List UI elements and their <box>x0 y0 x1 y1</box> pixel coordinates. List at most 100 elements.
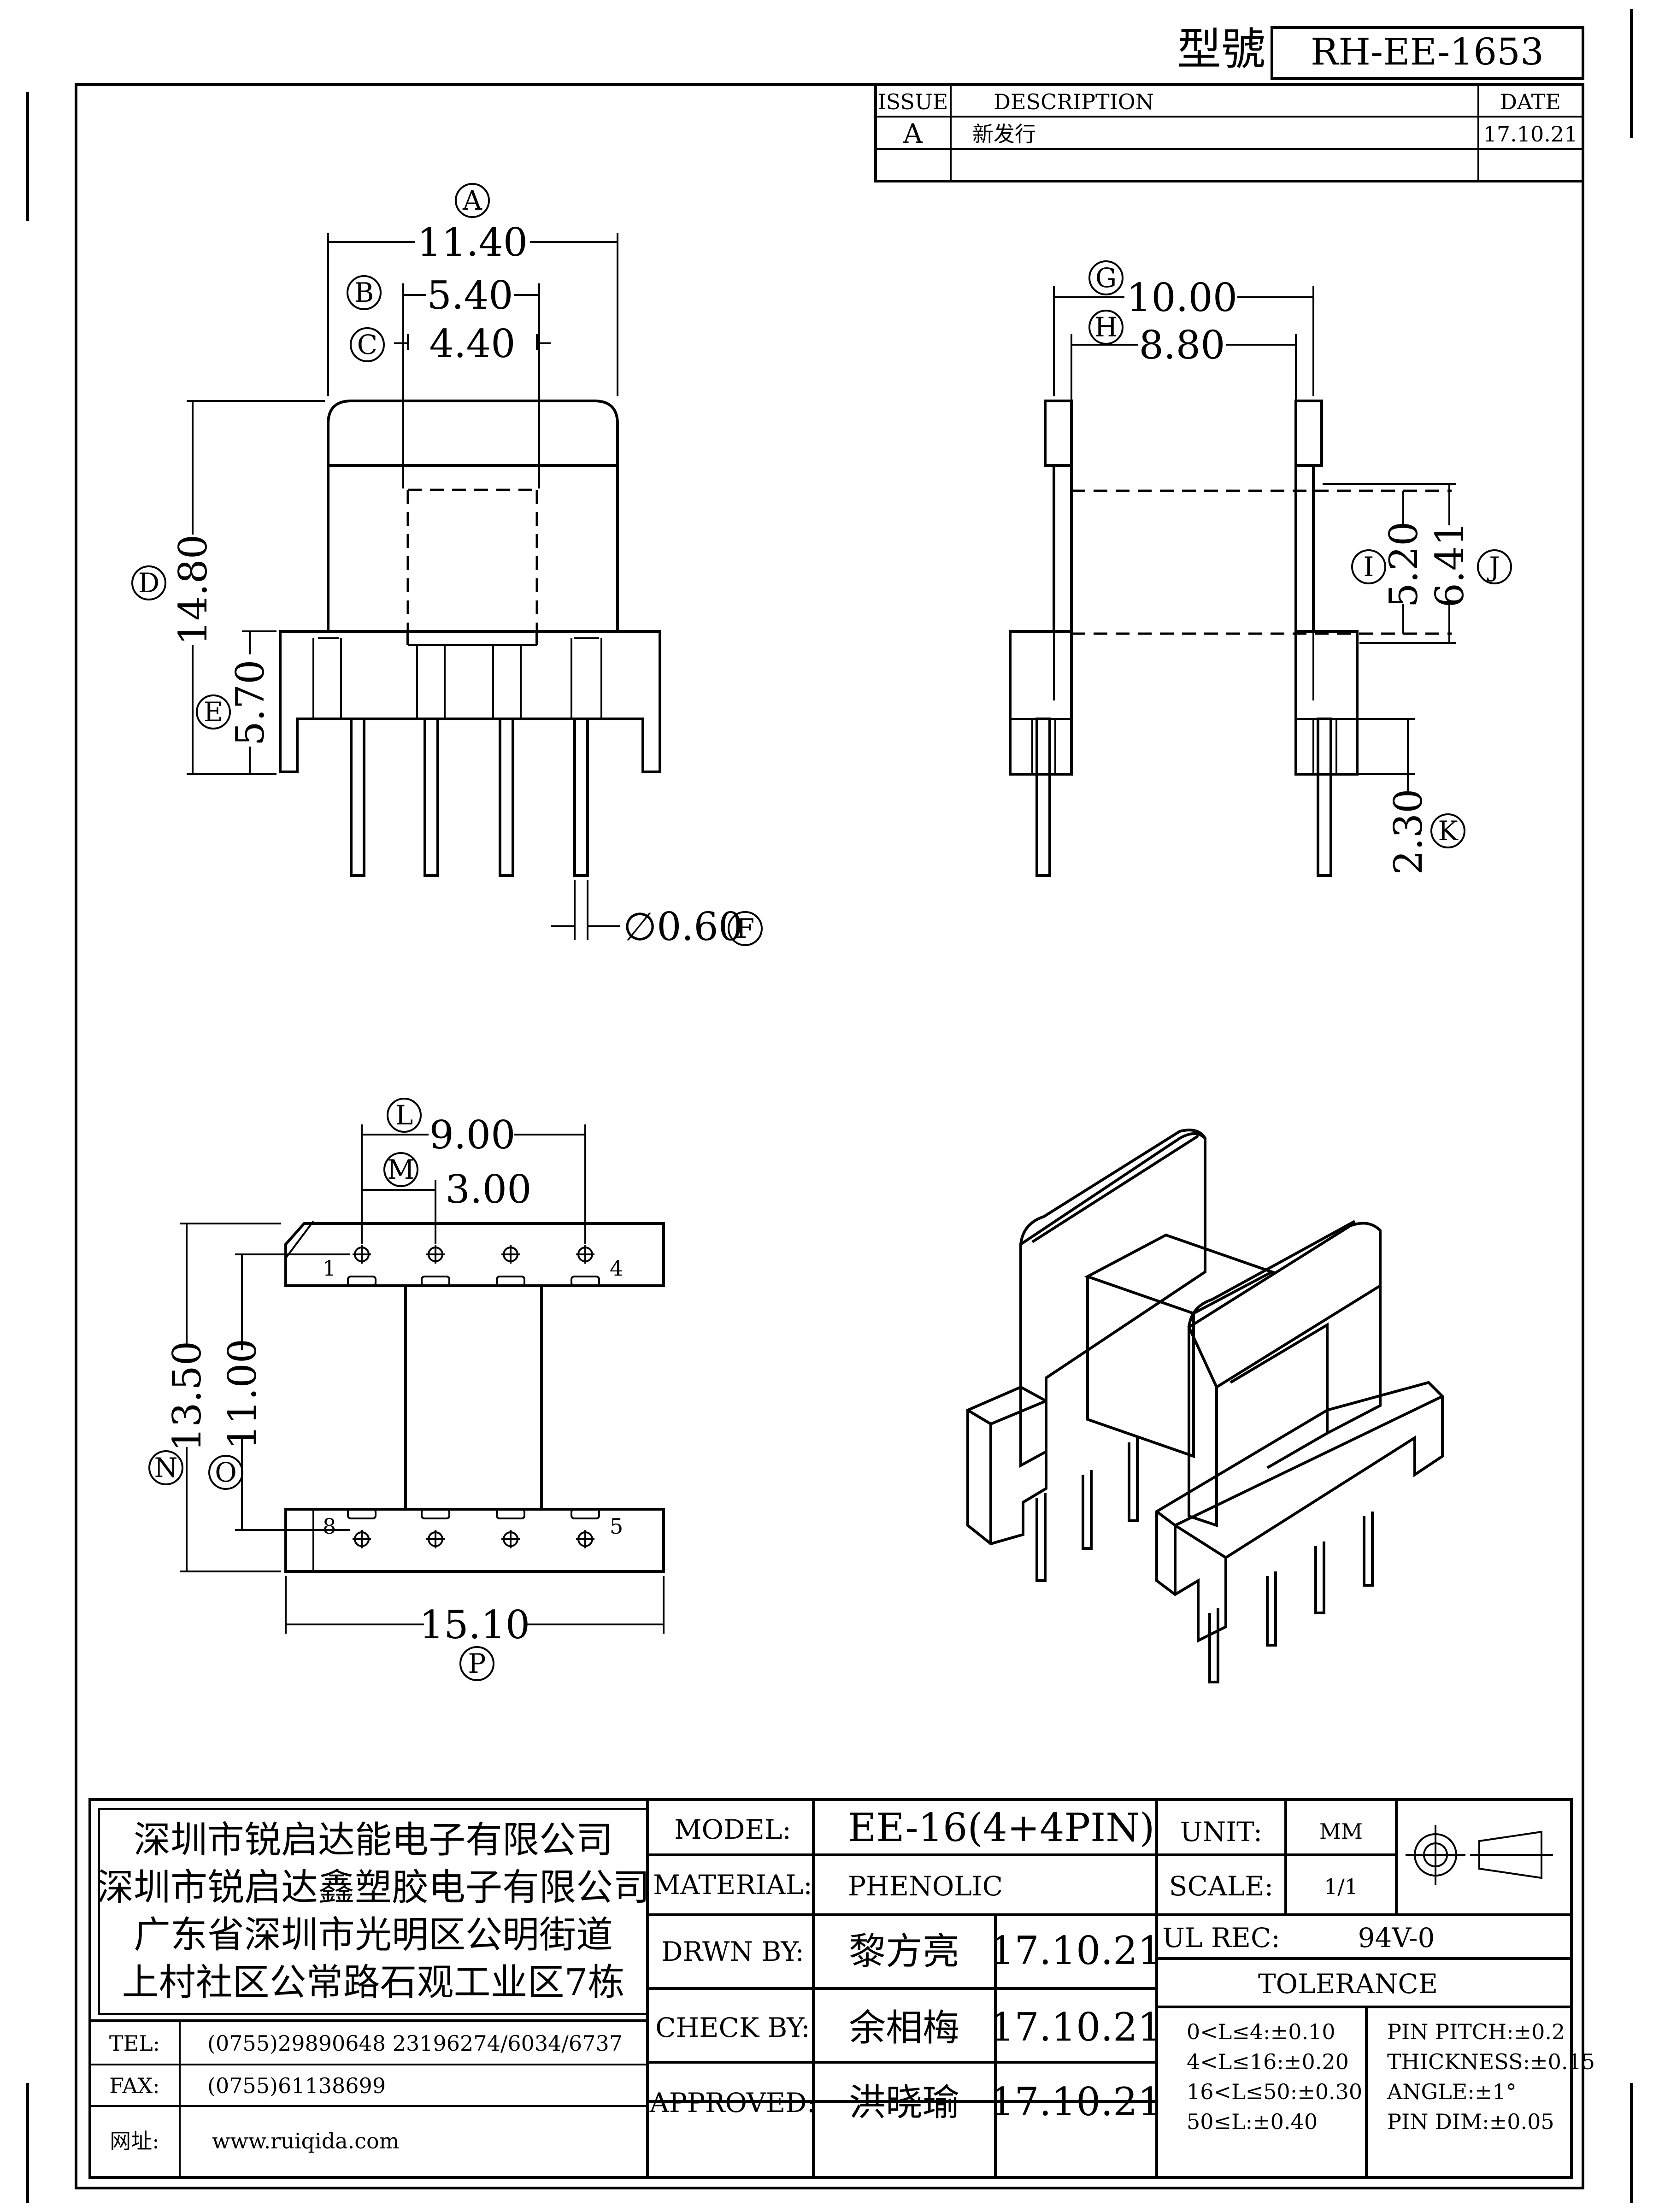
dim-j: 6.41 J <box>1323 483 1512 644</box>
unit-value: MM <box>1319 1819 1363 1844</box>
company-line-2: 深圳市锐启达鑫塑胶电子有限公司 <box>97 1866 650 1909</box>
tolerance-title: TOLERANCE <box>1258 1968 1438 2000</box>
tol-left-1: 0<L≤4:±0.10 <box>1187 2019 1335 2044</box>
unit-label: UNIT: <box>1180 1816 1263 1847</box>
dim-b: B 5.40 <box>347 273 540 488</box>
fax-label: FAX: <box>109 2073 159 2098</box>
ul-value: 94V-0 <box>1358 1922 1435 1953</box>
tol-right-4: PIN DIM:±0.05 <box>1387 2109 1554 2134</box>
approved-date: 17.10.21 <box>990 2079 1162 2124</box>
dim-d-letter: D <box>138 567 160 599</box>
dim-l: L 9.00 <box>361 1098 586 1244</box>
pin-1-label: 1 <box>323 1256 336 1281</box>
corner-marks <box>26 9 1633 2203</box>
dim-g-value: 10.00 <box>1127 275 1237 320</box>
bottom-pins: 1 4 8 5 <box>323 1245 623 1548</box>
dim-g: G 10.00 <box>1053 260 1314 396</box>
dim-h-value: 8.80 <box>1139 323 1225 368</box>
tol-left-4: 50≤L:±0.40 <box>1187 2109 1318 2134</box>
projection-symbol-icon <box>1406 1825 1553 1885</box>
drawn-label: DRWN BY: <box>661 1936 804 1967</box>
tol-left-3: 16<L≤50:±0.30 <box>1187 2079 1362 2104</box>
dim-k-letter: K <box>1438 815 1459 847</box>
rev-issue: A <box>903 118 923 149</box>
dim-p-value: 15.10 <box>419 1602 530 1647</box>
side-view: G 10.00 H 8.80 5.20 I 6.41 <box>1009 260 1512 877</box>
rev-header-issue: ISSUE <box>878 89 948 114</box>
drawn-date: 17.10.21 <box>990 1928 1162 1973</box>
material-value: PHENOLIC <box>848 1871 1003 1902</box>
isometric-view <box>966 1129 1444 1683</box>
dim-m: M 3.00 <box>362 1152 532 1244</box>
rev-date: 17.10.21 <box>1483 122 1578 147</box>
scale-label: SCALE: <box>1169 1871 1273 1902</box>
model-label: 型號 <box>1177 24 1265 75</box>
dim-b-letter: B <box>354 277 374 308</box>
model-field-label: MODEL: <box>674 1814 791 1845</box>
tel-value: (0755)29890648 23196274/6034/6737 <box>207 2031 623 2056</box>
dim-e-letter: E <box>204 696 223 728</box>
material-label: MATERIAL: <box>653 1869 812 1900</box>
dim-j-letter: J <box>1487 551 1500 582</box>
web-label: 网址: <box>110 2129 159 2153</box>
dim-l-value: 9.00 <box>429 1112 515 1158</box>
dim-g-letter: G <box>1095 262 1117 294</box>
fax-value: (0755)61138699 <box>207 2073 386 2098</box>
front-view: A 11.40 B 5.40 C 4.40 <box>131 183 763 949</box>
company-line-4: 上村社区公常路石观工业区7栋 <box>122 1961 625 2004</box>
tel-label: TEL: <box>109 2031 160 2056</box>
dim-i-letter: I <box>1364 551 1374 582</box>
pin-4-label: 4 <box>610 1256 623 1281</box>
tol-left-2: 4<L≤16:±0.20 <box>1187 2049 1349 2074</box>
tol-right-1: PIN PITCH:±0.2 <box>1387 2019 1565 2044</box>
company-line-3: 广东省深圳市光明区公明街道 <box>134 1913 613 1956</box>
dim-o: 11.00 O <box>208 1253 350 1531</box>
sheet-border <box>75 83 1584 2189</box>
ul-label: UL REC: <box>1162 1922 1280 1953</box>
dim-p: 15.10 P <box>285 1576 665 1681</box>
dim-n: 13.50 N <box>148 1223 281 1572</box>
dim-n-value: 13.50 <box>165 1341 210 1452</box>
dim-f: ∅0.60 F <box>551 880 763 949</box>
check-name: 余相梅 <box>849 2006 959 2049</box>
pin-8-label: 8 <box>323 1514 336 1539</box>
check-label: CHECK BY: <box>655 2012 810 2043</box>
dim-a-value: 11.40 <box>417 220 528 265</box>
revision-table: ISSUE DESCRIPTION DATE A 新发行 17.10.21 <box>874 83 1584 182</box>
dim-c: C 4.40 <box>350 321 551 366</box>
dim-c-value: 4.40 <box>429 321 515 366</box>
dim-d-value: 14.80 <box>171 535 216 645</box>
tol-right-2: THICKNESS:±0.15 <box>1387 2049 1595 2074</box>
approved-label: APPROVED: <box>649 2087 816 2118</box>
title-block: 深圳市锐启达能电子有限公司 深圳市锐启达鑫塑胶电子有限公司 广东省深圳市光明区公… <box>88 1798 1595 2179</box>
dim-a-letter: A <box>462 185 482 216</box>
bottom-view: 1 4 8 5 L 9.00 M 3.00 <box>148 1098 665 1681</box>
rev-description: 新发行 <box>972 122 1036 147</box>
dim-o-letter: O <box>215 1457 237 1488</box>
dim-i: 5.20 I <box>1351 491 1426 634</box>
drawn-name: 黎方亮 <box>849 1930 959 1973</box>
model-header: 型號 RH-EE-1653 <box>1177 24 1584 80</box>
pin-5-label: 5 <box>610 1514 623 1539</box>
dim-a: A 11.40 <box>327 183 618 396</box>
dim-d: 14.80 D <box>131 400 325 775</box>
scale-value: 1/1 <box>1324 1874 1358 1899</box>
dim-k: 2.30 K <box>1357 718 1465 875</box>
dim-h-letter: H <box>1094 312 1118 343</box>
rev-header-description: DESCRIPTION <box>994 89 1154 114</box>
front-pins <box>350 718 589 877</box>
dim-c-letter: C <box>357 329 377 360</box>
dim-j-value: 6.41 <box>1427 521 1472 607</box>
approved-name: 洪晓瑜 <box>849 2081 959 2124</box>
dim-e-value: 5.70 <box>228 659 273 746</box>
dim-i-value: 5.20 <box>1381 521 1426 607</box>
model-field-value: EE-16(4+4PIN) <box>848 1805 1154 1850</box>
dim-m-letter: M <box>387 1154 414 1185</box>
dim-n-letter: N <box>154 1452 178 1483</box>
dim-o-value: 11.00 <box>220 1339 265 1449</box>
dim-b-value: 5.40 <box>427 273 513 318</box>
dim-p-letter: P <box>468 1648 486 1679</box>
dim-f-letter: F <box>736 913 754 944</box>
company-line-1: 深圳市锐启达能电子有限公司 <box>134 1818 613 1861</box>
